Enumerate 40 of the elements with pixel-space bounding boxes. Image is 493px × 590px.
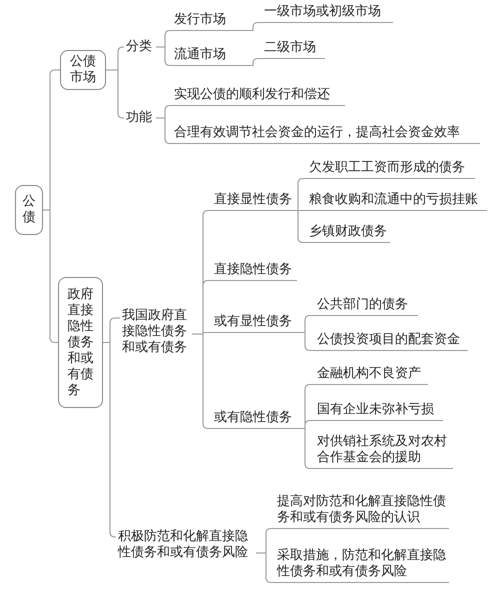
- topic-label: 政府直接隐性债务和或有债务: [68, 286, 94, 398]
- connector-line: [296, 332, 314, 351]
- branch-topic: 公共部门的债务: [313, 297, 418, 316]
- connector-line: [156, 46, 170, 66]
- branch-topic: 直接显性债务: [210, 192, 297, 211]
- branch-topic: 公债投资项目的配套资金: [313, 332, 468, 351]
- connector-line: [296, 428, 314, 469]
- branch-topic: 直接隐性债务: [210, 262, 297, 281]
- branch-topic: 或有隐性债务: [210, 410, 297, 429]
- topic-text: 功能: [124, 110, 156, 126]
- topic-label: 公债市场: [70, 54, 96, 86]
- branch-topic: 提高对防范和化解直接隐性债务和或有债务风险的认识: [273, 494, 449, 529]
- branch-topic: 采取措施，防范和化解直接隐性债务和或有债务风险: [273, 548, 449, 583]
- topic-text: 我国政府直接隐性债务和或有债务: [120, 308, 192, 356]
- branch-topic: 金融机构不良资产: [313, 366, 428, 385]
- branch-topic: 流通市场: [170, 47, 247, 66]
- branch-topic: 二级市场: [260, 40, 325, 59]
- branch-topic: 发行市场: [170, 12, 247, 31]
- connector-line: [246, 22, 260, 31]
- branch-topic: 或有显性债务: [210, 314, 297, 333]
- branch-topic: 欠发职工工资而形成的债务: [305, 160, 475, 179]
- branch-topic: 粮食收购和流通中的亏损挂账: [305, 192, 487, 211]
- topic-text: 分类: [124, 39, 156, 55]
- topic-box: [58, 277, 103, 408]
- connector-line: [246, 58, 260, 66]
- connector-line: [102, 342, 116, 538]
- branch-topic: 对供销社系统及对农村合作基金会的援助: [313, 434, 453, 469]
- topic-label: 公债: [22, 194, 36, 226]
- connector-line: [296, 210, 306, 211]
- branch-topic: 实现公债的顺利发行和偿还: [170, 87, 345, 106]
- topic-text: 积极防范和化解直接隐性债务和或有债务风险: [116, 529, 256, 561]
- branch-topic: 乡镇财政债务: [305, 224, 390, 243]
- branch-topic: 国有企业未弥补亏损: [313, 402, 443, 421]
- topic-box: [60, 50, 106, 90]
- branch-topic: 一级市场或初级市场: [260, 4, 393, 23]
- branch-topic: 合理有效调节社会资金的运行，提高社会资金效率: [170, 125, 480, 144]
- connector-line: [106, 70, 124, 118]
- connector-line: [42, 210, 58, 343]
- connector-line: [156, 118, 170, 144]
- topic-box: [15, 185, 43, 235]
